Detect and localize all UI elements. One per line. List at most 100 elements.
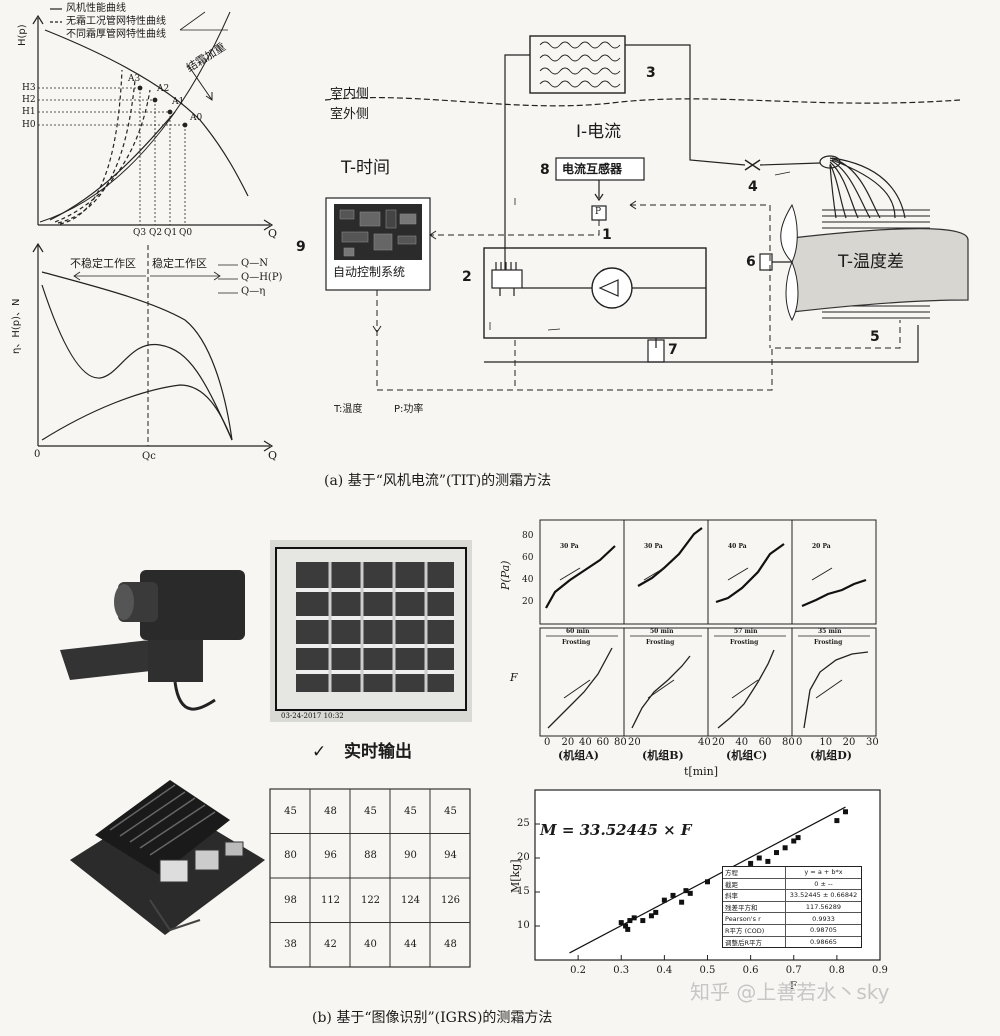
regression-x-tick: 0.5 [699, 965, 716, 976]
legend-q-h: Q—H(P) [241, 272, 283, 283]
outdoor-label: 室外侧 [330, 107, 370, 122]
scatter-point [756, 855, 762, 861]
p-note-label: 20 Pa [812, 543, 831, 550]
scatter-point [748, 860, 754, 866]
unit-charts [539, 519, 877, 737]
fit-table-key: 斜率 [723, 890, 786, 901]
fan-curve-x-label: Q [268, 227, 278, 240]
time-label: T-时间 [341, 158, 390, 178]
camera-timestamp: 03-24-2017 10:32 [281, 712, 344, 720]
regression-x-tick: 0.7 [785, 965, 802, 976]
grid-cell-value: 112 [320, 894, 341, 906]
qc-label: Qc [142, 451, 156, 462]
trend-arrow [815, 679, 843, 699]
scatter-point [653, 909, 659, 915]
fit-table-key: 残差平方和 [723, 901, 786, 913]
trend-arrow [811, 567, 833, 581]
scatter-point [834, 818, 840, 824]
temp-diff-label: T-温度差 [838, 252, 904, 272]
control-system-label: 自动控制系统 [333, 265, 406, 279]
frosting-label: Frosting [562, 639, 591, 646]
component-2-label: 2 [462, 269, 472, 285]
q3-label: Q3 [133, 228, 147, 238]
evaporator-image [270, 540, 472, 722]
regression-y-tick: 20 [517, 852, 530, 863]
fit-table-value: 117.56289 [805, 903, 842, 912]
x-tick-label: 40 [735, 737, 749, 748]
grid-cell-value: 94 [444, 850, 457, 861]
regression-x-label: F [790, 981, 797, 992]
p-y-tick-label: 40 [522, 575, 534, 585]
component-4-label: 4 [748, 179, 758, 195]
p-y-tick-label: 20 [522, 597, 534, 607]
trend-arrow [731, 679, 759, 699]
p-y-tick-label: 80 [522, 531, 534, 541]
trend-arrow [559, 567, 581, 581]
scatter-point [618, 920, 624, 926]
grid-cell-value: 45 [444, 805, 457, 817]
scatter-point [774, 850, 779, 856]
scatter-point [627, 918, 633, 924]
grid-cell-value: 45 [404, 805, 417, 817]
stable-zone-label: 稳定工作区 [152, 257, 207, 270]
fan-legend-2: 无霜工况管网特性曲线 [66, 16, 166, 27]
regression-y-tick: 10 [517, 920, 530, 931]
regression-equation: M = 33.52445 × F [540, 821, 692, 839]
camera-photo [60, 570, 245, 711]
fit-table-value: 33.52445 ± 0.66842 [789, 891, 858, 900]
trend-arrow [643, 567, 665, 581]
scatter-point [640, 918, 646, 924]
fit-table-row: 方程 y = a + b*x [723, 867, 861, 879]
grid-cell-value: 40 [364, 939, 377, 950]
frost-series-line [803, 651, 869, 729]
fit-table-value: y = a + b*x [804, 868, 843, 877]
fan-legend-1: 风机性能曲线 [66, 3, 126, 14]
point-a2: A2 [157, 84, 170, 94]
fit-table-row: R平方 (COD)0.98705 [723, 924, 861, 937]
x-tick-label: 10 [819, 737, 833, 748]
time-axis-label: t[min] [684, 765, 719, 778]
f-axis-label: F [510, 671, 518, 684]
x-tick-label: 80 [614, 737, 627, 748]
grid-cell-value: 44 [404, 939, 417, 950]
watermark: 知乎 @上善若水丶sky [690, 980, 890, 1004]
p-note-label: 30 Pa [560, 543, 579, 550]
trend-arrow [727, 567, 749, 581]
legend-power: P:功率 [394, 404, 424, 415]
fit-table-key: 方程 [723, 867, 786, 878]
scatter-point [683, 888, 689, 894]
scatter-point [765, 858, 771, 864]
grid-cell-value: 38 [284, 939, 297, 950]
x-tick-label: 60 [758, 737, 772, 748]
unit-name-label: (机组B) [642, 749, 684, 762]
fan-legend-3: 不同霜厚管网特性曲线 [66, 29, 166, 40]
x-tick-label: 20 [842, 737, 856, 748]
stability-x-label: Q [268, 449, 278, 462]
f-note-label: 57 min [734, 628, 758, 635]
point-a3: A3 [128, 74, 141, 84]
component-6-label: 6 [746, 254, 756, 270]
x-tick-label: 0 [544, 737, 551, 748]
unit-name-label: (机组A) [558, 749, 599, 762]
pressure-series-line [545, 545, 616, 609]
q0-label: Q0 [179, 228, 193, 238]
x-tick-label: 40 [579, 737, 592, 748]
component-3-label: 3 [646, 65, 656, 81]
frosting-label: Frosting [814, 639, 843, 646]
scatter-point [791, 838, 797, 844]
x-tick-label: 40 [698, 737, 711, 748]
fit-table-value: 0.98705 [810, 926, 837, 935]
x-tick-label: 0 [796, 737, 803, 748]
x-tick-label: 20 [628, 737, 641, 748]
realtime-output-label: 实时输出 [344, 742, 412, 762]
grid-cell-value: 122 [360, 894, 381, 906]
component-9-label: 9 [296, 239, 306, 255]
frost-series-line [717, 649, 775, 729]
pressure-series-line [715, 543, 785, 604]
regression-x-tick: 0.2 [570, 965, 587, 976]
scatter-point [843, 809, 848, 815]
grid-cell-value: 90 [404, 850, 417, 861]
